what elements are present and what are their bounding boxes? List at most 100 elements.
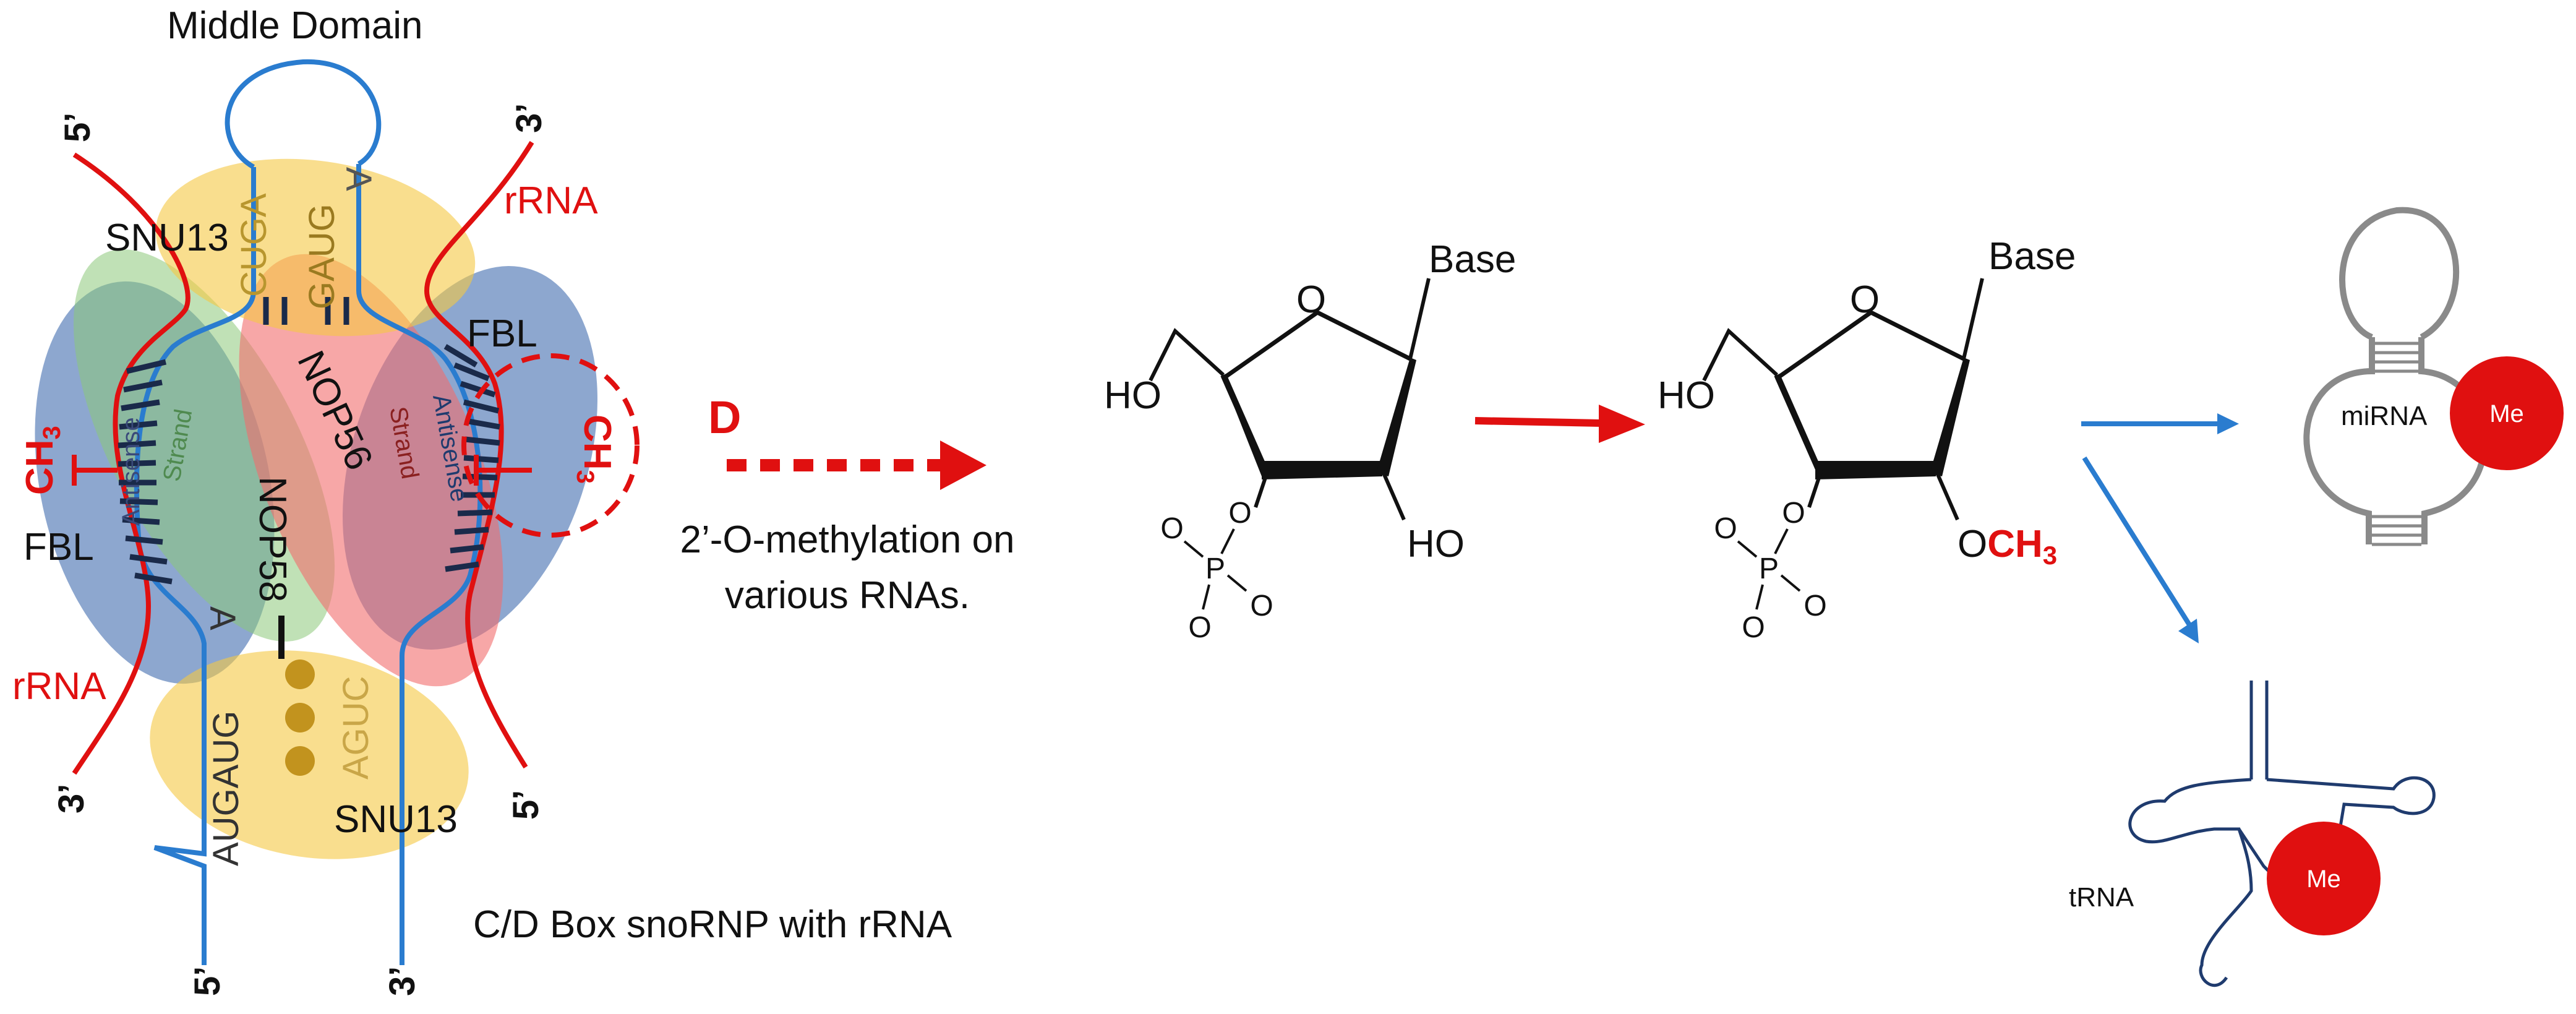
ho-left: HO (1104, 374, 1162, 417)
kink-dot-3 (285, 746, 315, 776)
three-prime-bottom-left: 3’ (51, 784, 92, 814)
mirna-loop (2339, 207, 2460, 340)
mirna-left-arm (2303, 337, 2375, 544)
antisense-left-1: Antisense (118, 417, 145, 526)
d-label: D (708, 392, 741, 443)
kink-dot-2 (285, 703, 315, 733)
trna-me-label: Me (2306, 866, 2341, 893)
nop56-blob (239, 254, 503, 687)
mirna-me-circle (2450, 356, 2564, 470)
three-prime-bottom-center: 3’ (382, 966, 422, 996)
ring-top-2 (1776, 309, 1965, 379)
middle-domain-label: Middle Domain (167, 4, 423, 47)
five-prime-bottom-right: 5’ (506, 790, 546, 820)
seq-top-gaug: GAUG (302, 204, 342, 309)
phosphate-o-ester: O (1228, 497, 1251, 530)
trna-me-circle (2267, 822, 2381, 935)
snu13-label-top: SNU13 (105, 217, 229, 259)
nop58-label: NOP58 (251, 476, 294, 602)
hatch-stem-top (263, 297, 349, 325)
po-bond-1 (1220, 528, 1235, 554)
ho-bottom: HO (1407, 523, 1465, 565)
ring-wedge-bottom (1262, 461, 1382, 479)
snornp-complex: Middle Domain 5’ 3’ rRNA SNU13 FBL FBL r… (12, 4, 952, 996)
seq-bottom-augaug: AUGAUG (206, 711, 246, 866)
methyl-tick-left (72, 455, 118, 486)
phosphate-o-3b: O (1742, 611, 1765, 644)
ring-left-edge (1220, 373, 1270, 475)
reaction-arrow-head (1599, 405, 1645, 443)
po-bond-4 (1202, 584, 1210, 610)
po-bond-3 (1226, 574, 1247, 592)
ch3-label-right: CH3 (571, 415, 618, 484)
base-label-2: Base (1988, 235, 2076, 278)
arrow-to-mirna-head (2217, 413, 2239, 434)
phosphate-o-ester-2: O (1782, 497, 1805, 530)
phosphate-p-2: P (1759, 552, 1779, 585)
target-arrows (2081, 413, 2239, 643)
hatch-left (118, 359, 173, 585)
phosphate-p: P (1205, 552, 1225, 585)
snornp-caption: C/D Box snoRNP with rRNA (473, 903, 952, 946)
ring-o-2: O (1850, 278, 1880, 321)
five-prime-top-left: 5’ (58, 113, 98, 142)
c2-o-bond-2 (1934, 469, 1959, 521)
ring-wedge-right-2 (1930, 358, 1970, 476)
mirna-pairs-top (2375, 342, 2418, 373)
ho-left-2: HO (1658, 374, 1715, 417)
methyl-tick-right (474, 455, 532, 486)
snu13-label-bottom: SNU13 (334, 798, 458, 841)
c1-base-bond-2 (1962, 278, 1984, 359)
fbl-label-left: FBL (24, 526, 94, 569)
dashed-arrow-head (940, 440, 986, 490)
process-arrow-group: D 2’-O-methylation on various RNAs. (680, 392, 1014, 617)
five-prime-bottom-center: 5’ (187, 966, 228, 996)
ring-o: O (1296, 278, 1326, 321)
seq-top-cuga: CUGA (234, 193, 274, 297)
c3-o-bond (1254, 470, 1270, 508)
c3-o-bond-2 (1807, 470, 1823, 508)
ring-wedge-right (1376, 358, 1416, 476)
seq-bottom-a: A (202, 606, 242, 630)
mirna-me-label: Me (2489, 400, 2524, 428)
phosphate-o-3: O (1188, 611, 1211, 644)
c5-bond-2 (1702, 328, 1779, 382)
po-bond-2b (1737, 540, 1758, 558)
phosphate-o-2b: O (1804, 590, 1826, 622)
c2-oh-bond (1380, 469, 1406, 521)
rrna-left (72, 152, 190, 775)
fbl-label-right: FBL (467, 312, 537, 355)
rrna-label-bottom: rRNA (12, 665, 106, 708)
snorna-loop (225, 59, 382, 170)
hatch-right (443, 344, 500, 572)
methyl-dashed-circle (461, 353, 640, 538)
snu13-blob-top (155, 158, 476, 337)
po-bond-4b (1755, 584, 1764, 610)
mirna-pairs-bottom (2372, 515, 2421, 546)
phosphate-o-1: O (1160, 512, 1183, 545)
ribose-unmodified: O Base HO HO O P O O O (1104, 238, 1516, 644)
arrow-to-trna-shaft (2082, 456, 2192, 627)
ring-wedge-bottom-2 (1815, 461, 1936, 479)
mirna-structure (2303, 207, 2488, 546)
ring-left-edge-2 (1774, 373, 1823, 475)
mirna-label: miRNA (2341, 401, 2428, 431)
kink-dot-1 (285, 660, 315, 689)
po-bond-1b (1774, 528, 1789, 554)
ribose-methylated: O Base HO OCH3 O P O O O (1658, 235, 2076, 644)
three-prime-top-right: 3’ (509, 103, 549, 133)
seq-top-a: A (338, 167, 379, 191)
c1-base-bond (1408, 278, 1431, 359)
arrow-to-trna-head (2178, 619, 2199, 643)
c5-bond (1149, 328, 1225, 382)
po-bond-2 (1183, 540, 1204, 558)
seq-bottom-aguc: AGUC (336, 676, 376, 780)
trna-left-arms (2128, 778, 2253, 987)
po-bond-3b (1780, 574, 1801, 592)
ring-top (1223, 309, 1411, 379)
description-line2: various RNAs. (725, 574, 970, 617)
ch3-label-left: CH3 (19, 426, 66, 495)
reaction-arrow (1474, 405, 1645, 443)
